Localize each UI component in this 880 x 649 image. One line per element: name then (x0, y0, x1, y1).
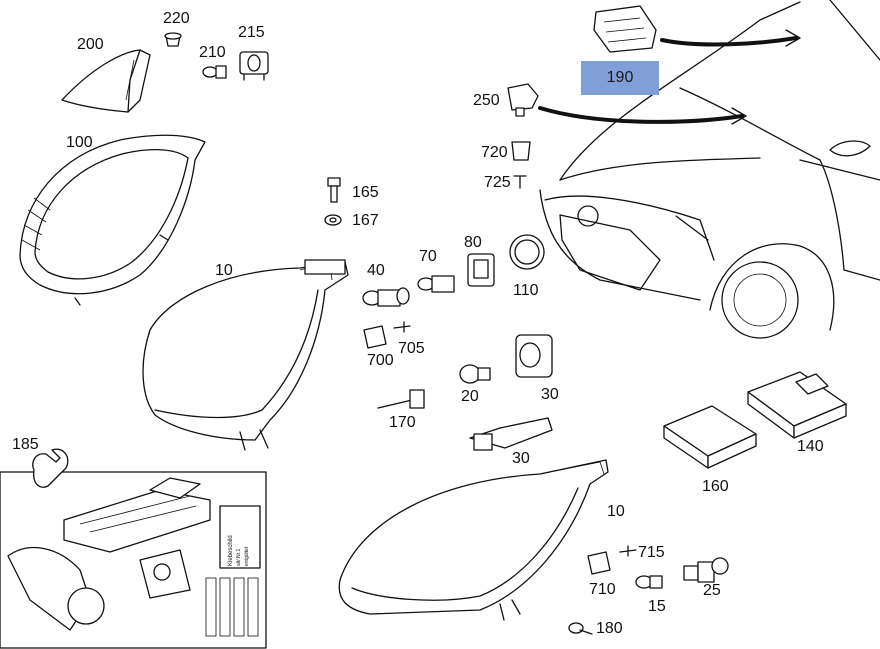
part-30-bulb-b (469, 417, 553, 451)
part-185-tool-icon (32, 448, 69, 488)
part-160-control-unit (663, 405, 757, 469)
arrow-190-head (785, 29, 801, 47)
sticker-line-2: alt/ Nr.1 (236, 549, 242, 566)
part-170-screw (377, 389, 425, 409)
part-10-headlamp-top (142, 259, 349, 451)
part-110-cap (509, 234, 545, 270)
part-185-box (0, 471, 267, 649)
part-705-pin (393, 321, 411, 333)
arrow-250-head (731, 107, 747, 125)
part-140-control-unit (747, 371, 847, 439)
label-25: 25 (703, 582, 721, 599)
sticker-line-1: Klebeschild (228, 535, 234, 566)
part-250-sensor (507, 83, 539, 117)
label-10-bottom: 10 (607, 503, 625, 520)
part-165-bolt (327, 177, 341, 203)
part-180-screw (568, 622, 593, 635)
part-200-cover (61, 49, 151, 113)
label-200: 200 (77, 36, 104, 53)
arrow-190-to-windshield (660, 36, 798, 47)
label-190-highlighted: 190 (581, 61, 659, 95)
label-165: 165 (352, 184, 379, 201)
part-185-bracket (7, 477, 211, 631)
arrow-250-to-windshield (538, 106, 744, 124)
label-250: 250 (473, 92, 500, 109)
label-715: 715 (638, 544, 665, 561)
part-15-bulb (635, 575, 663, 589)
label-210: 210 (199, 44, 226, 61)
part-720-connector (511, 141, 531, 161)
part-30-socket-a (515, 334, 553, 378)
label-170: 170 (389, 414, 416, 431)
label-710: 710 (589, 581, 616, 598)
label-220: 220 (163, 10, 190, 27)
label-100: 100 (66, 134, 93, 151)
part-20-bulb (459, 364, 491, 384)
label-180: 180 (596, 620, 623, 637)
label-720: 720 (481, 144, 508, 161)
part-185-sticker: Klebeschild alt/ Nr.1 entgültet (219, 505, 261, 569)
part-40-bulb (362, 287, 410, 307)
label-10-top: 10 (215, 262, 233, 279)
part-100-frame (19, 134, 206, 306)
part-725-pin (513, 175, 527, 189)
part-220-clip (164, 32, 182, 47)
label-110: 110 (513, 282, 539, 299)
part-715-pin (619, 545, 637, 557)
label-167: 167 (352, 212, 379, 229)
label-215: 215 (238, 24, 265, 41)
label-80: 80 (464, 234, 482, 251)
part-215-socket (239, 51, 269, 81)
label-705: 705 (398, 340, 425, 357)
sticker-line-3: entgültet (244, 546, 250, 566)
part-185-label-strips (205, 577, 259, 637)
part-710-connector (587, 551, 611, 575)
label-40: 40 (367, 262, 385, 279)
label-725: 725 (484, 174, 511, 191)
part-700-connector (363, 325, 387, 349)
label-160: 160 (702, 478, 729, 495)
part-25-bulb (683, 557, 729, 583)
label-30-lower: 30 (512, 450, 530, 467)
part-80-socket (467, 253, 495, 287)
vehicle-outline (539, 0, 880, 339)
part-10-headlamp-bottom (338, 459, 609, 621)
label-185: 185 (12, 436, 39, 453)
label-140: 140 (797, 438, 824, 455)
label-15: 15 (648, 598, 666, 615)
label-30-upper: 30 (541, 386, 559, 403)
label-20: 20 (461, 388, 479, 405)
label-700: 700 (367, 352, 394, 369)
part-167-washer (324, 214, 342, 226)
label-70: 70 (419, 248, 437, 265)
part-190-module (593, 5, 657, 53)
part-210-bulb (202, 65, 227, 79)
part-70-bulb (417, 275, 455, 293)
